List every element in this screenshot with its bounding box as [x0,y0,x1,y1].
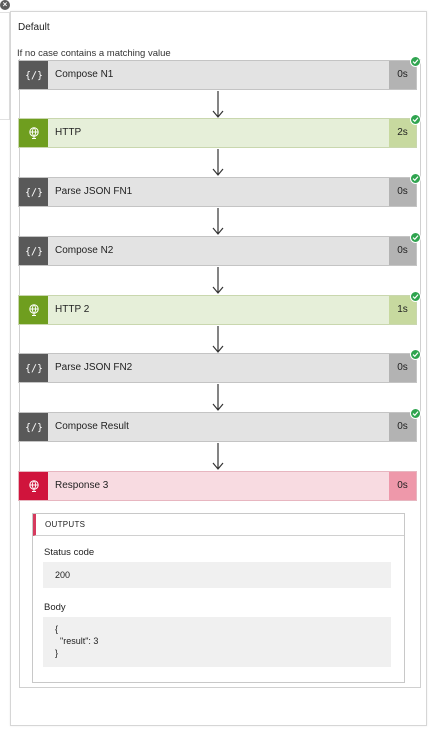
action-response-3[interactable]: Response 3 0s [18,471,417,501]
body-value: { "result": 3 } [43,617,391,667]
status-code-value: 200 [43,562,391,588]
outputs-header[interactable]: OUTPUTS [33,514,404,536]
checkmark-icon [410,114,421,125]
flow-arrow-icon [212,267,224,294]
close-icon[interactable]: × [0,0,10,10]
action-label: Compose N2 [55,245,114,256]
body-label: Body [44,602,66,613]
action-duration: 0s [389,472,416,500]
svg-text:{∕}: {∕} [26,364,42,375]
action-label: Parse JSON FN1 [55,186,133,197]
action-label: Parse JSON FN2 [55,362,133,373]
checkmark-icon [410,349,421,360]
curly-braces-icon: {∕} [19,61,48,89]
adjacent-panel-edge [0,12,10,120]
action-label: HTTP [55,127,82,138]
body-line: { [55,624,59,634]
globe-icon [19,119,48,147]
action-label: Compose Result [55,421,129,432]
flow-arrow-icon [212,384,224,411]
svg-text:{∕}: {∕} [26,423,42,434]
curly-braces-icon: {∕} [19,354,48,382]
checkmark-icon [410,408,421,419]
checkmark-icon [410,56,421,67]
action-compose-n1[interactable]: {∕} Compose N1 0s [18,56,421,90]
curly-braces-icon: {∕} [19,178,48,206]
action-parse-json-fn1[interactable]: {∕} Parse JSON FN1 0s [18,173,421,207]
checkmark-icon [410,291,421,302]
flow-arrow-icon [212,91,224,118]
action-http[interactable]: HTTP 2s [18,114,421,148]
action-label: Compose N1 [55,69,114,80]
curly-braces-icon: {∕} [19,237,48,265]
action-compose-n2[interactable]: {∕} Compose N2 0s [18,232,421,266]
body-line: } [55,648,59,658]
action-parse-json-fn2[interactable]: {∕} Parse JSON FN2 0s [18,349,421,383]
action-compose-result[interactable]: {∕} Compose Result 0s [18,408,421,442]
curly-braces-icon: {∕} [19,413,48,441]
flow-arrow-icon [212,326,224,353]
action-http-2[interactable]: HTTP 2 1s [18,291,421,325]
action-label: Response 3 [55,480,109,491]
flow-arrow-icon [212,149,224,176]
action-label: HTTP 2 [55,304,90,315]
status-code-label: Status code [44,547,95,558]
outputs-header-label: OUTPUTS [45,520,86,529]
svg-text:{∕}: {∕} [26,188,42,199]
panel-title: Default [18,22,50,33]
svg-text:{∕}: {∕} [26,71,42,82]
checkmark-icon [410,173,421,184]
globe-icon [19,472,48,500]
checkmark-icon [410,232,421,243]
flow-arrow-icon [212,208,224,235]
globe-icon [19,296,48,324]
flow-arrow-icon [212,443,224,470]
svg-text:{∕}: {∕} [26,247,42,258]
panel-subtitle: If no case contains a matching value [17,48,171,59]
outputs-section: OUTPUTS Status code 200 Body { "result":… [32,513,405,683]
body-line: "result": 3 [55,636,99,646]
